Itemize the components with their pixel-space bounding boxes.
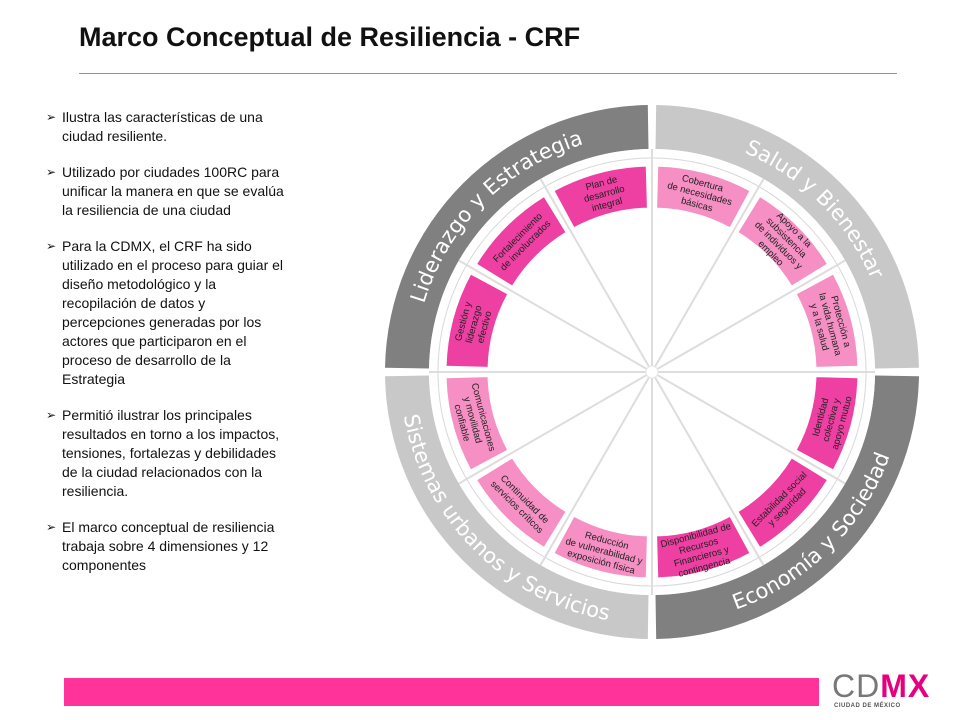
dimension-band	[655, 105, 919, 369]
logo-subtitle: CIUDAD DE MÉXICO	[834, 703, 901, 709]
bullet-item: ➢ Para la CDMX, el CRF ha sido utilizado …	[46, 237, 291, 389]
wheel-hub	[645, 365, 659, 379]
component-segment	[656, 165, 751, 229]
footer-bar	[64, 678, 819, 706]
wheel-spoke	[654, 376, 765, 566]
component-segment	[795, 273, 859, 368]
arrow-bullet-icon: ➢	[46, 110, 57, 124]
component-segment	[445, 376, 509, 471]
component-segment	[445, 273, 509, 368]
bullet-text: Ilustra las características de una ciuda…	[62, 109, 263, 144]
bullet-list: ➢ Ilustra las características de una ciud…	[46, 108, 291, 592]
bullet-text: Para la CDMX, el CRF ha sido utilizado e…	[62, 238, 284, 387]
wheel-spoke	[654, 178, 765, 368]
bullet-item: ➢ Permitió ilustrar los principales resul…	[46, 406, 291, 501]
component-segment	[553, 165, 648, 229]
bullet-item: ➢ Utilizado por ciudades 100RC para unifi…	[46, 163, 291, 220]
component-segment	[553, 515, 648, 579]
bullet-text: Permitió ilustrar los principales result…	[62, 407, 280, 499]
wheel-spoke	[458, 374, 648, 485]
component-segment	[737, 195, 829, 287]
title-divider	[79, 73, 897, 74]
component-segment	[475, 457, 567, 549]
cdmx-logo: CDMX CIUDAD DE MÉXICO	[832, 670, 932, 714]
arrow-bullet-icon: ➢	[46, 408, 57, 422]
logo-text-cd: CD	[832, 668, 881, 704]
bullet-item: ➢ El marco conceptual de resiliencia trab…	[46, 518, 291, 575]
component-segment	[656, 515, 751, 579]
logo-text-mx: MX	[880, 668, 931, 704]
wheel-spoke	[539, 178, 650, 368]
bullet-item: ➢ Ilustra las características de una ciud…	[46, 108, 291, 146]
arrow-bullet-icon: ➢	[46, 520, 57, 534]
wheel-spoke	[656, 374, 846, 485]
component-segment	[737, 457, 829, 549]
wheel-spoke	[539, 376, 650, 566]
dimension-band	[655, 375, 919, 639]
bullet-text: Utilizado por ciudades 100RC para unific…	[62, 164, 284, 218]
bullet-text: El marco conceptual de resiliencia traba…	[62, 519, 275, 573]
dimension-band	[385, 375, 649, 639]
dimension-band	[385, 105, 649, 369]
arrow-bullet-icon: ➢	[46, 239, 57, 253]
wheel-spoke	[656, 259, 846, 370]
component-segment	[475, 195, 567, 287]
page-title: Marco Conceptual de Resiliencia - CRF	[79, 22, 581, 52]
wheel-spoke	[458, 259, 648, 370]
component-segment	[795, 376, 859, 471]
arrow-bullet-icon: ➢	[46, 165, 57, 179]
